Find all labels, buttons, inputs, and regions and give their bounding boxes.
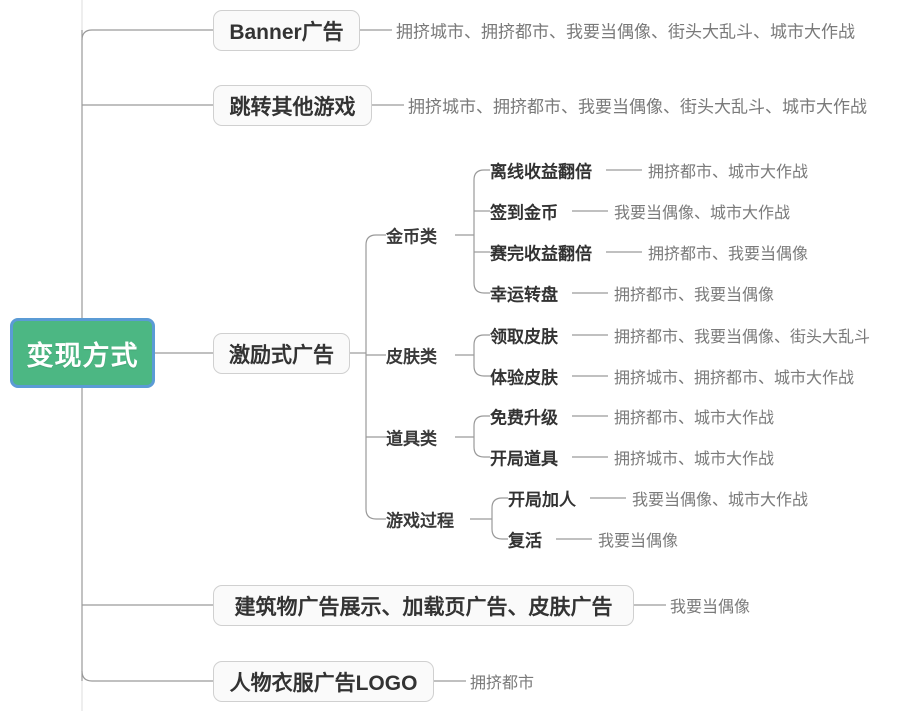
- leaf-label-free-upgrade[interactable]: 免费升级: [490, 408, 558, 428]
- category-label-coins[interactable]: 金币类: [386, 227, 437, 247]
- leaf-label-revive[interactable]: 复活: [508, 531, 542, 551]
- leaf-games-checkin-coins: 我要当偶像、城市大作战: [614, 205, 791, 222]
- branch-games-jump-other-games: 拥挤城市、拥挤都市、我要当偶像、街头大乱斗、城市大作战: [408, 97, 867, 117]
- branch-node-incentive-ads[interactable]: 激励式广告: [213, 333, 350, 374]
- branch-games-banner: 拥挤城市、拥挤都市、我要当偶像、街头大乱斗、城市大作战: [396, 22, 855, 42]
- leaf-label-lucky-wheel[interactable]: 幸运转盘: [490, 285, 558, 305]
- branch-node-building-loading-skin-ads[interactable]: 建筑物广告展示、加载页广告、皮肤广告: [213, 585, 634, 626]
- leaf-label-starting-props[interactable]: 开局道具: [490, 449, 558, 469]
- branch-label: 激励式广告: [229, 343, 334, 367]
- category-label-skins[interactable]: 皮肤类: [386, 347, 437, 367]
- leaf-games-lucky-wheel: 拥挤都市、我要当偶像: [614, 287, 775, 304]
- leaf-games-race-finish-income-double: 拥挤都市、我要当偶像: [648, 246, 809, 263]
- leaf-games-free-upgrade: 拥挤都市、城市大作战: [614, 410, 775, 427]
- leaf-label-race-finish-income-double[interactable]: 赛完收益翻倍: [490, 244, 592, 264]
- leaf-label-claim-skin[interactable]: 领取皮肤: [490, 327, 558, 347]
- leaf-label-offline-income-double[interactable]: 离线收益翻倍: [490, 162, 592, 182]
- category-label-gameplay[interactable]: 游戏过程: [386, 511, 454, 531]
- branch-node-jump-other-games[interactable]: 跳转其他游戏: [213, 85, 372, 126]
- root-node[interactable]: 变现方式: [10, 318, 155, 388]
- leaf-games-revive: 我要当偶像: [598, 533, 679, 550]
- branch-label: 人物衣服广告LOGO: [229, 671, 418, 695]
- branch-label: Banner广告: [229, 20, 344, 44]
- branch-games-building-loading-skin-ads: 我要当偶像: [670, 599, 751, 616]
- branch-games-character-clothing-logo: 拥挤都市: [470, 675, 535, 692]
- leaf-games-add-people-at-start: 我要当偶像、城市大作战: [632, 492, 809, 509]
- leaf-label-try-skin[interactable]: 体验皮肤: [490, 368, 558, 388]
- leaf-games-offline-income-double: 拥挤都市、城市大作战: [648, 164, 809, 181]
- leaf-games-starting-props: 拥挤城市、城市大作战: [614, 451, 775, 468]
- leaf-games-claim-skin: 拥挤都市、我要当偶像、街头大乱斗: [614, 329, 871, 346]
- branch-node-character-clothing-logo[interactable]: 人物衣服广告LOGO: [213, 661, 434, 702]
- branch-label: 建筑物广告展示、加载页广告、皮肤广告: [234, 595, 613, 619]
- leaf-label-add-people-at-start[interactable]: 开局加人: [508, 490, 576, 510]
- category-label-props[interactable]: 道具类: [386, 429, 437, 449]
- leaf-games-try-skin: 拥挤城市、拥挤都市、城市大作战: [614, 370, 855, 387]
- root-label: 变现方式: [26, 340, 139, 371]
- branch-node-banner[interactable]: Banner广告: [213, 10, 360, 51]
- leaf-label-checkin-coins[interactable]: 签到金币: [490, 203, 558, 223]
- branch-label: 跳转其他游戏: [229, 95, 356, 119]
